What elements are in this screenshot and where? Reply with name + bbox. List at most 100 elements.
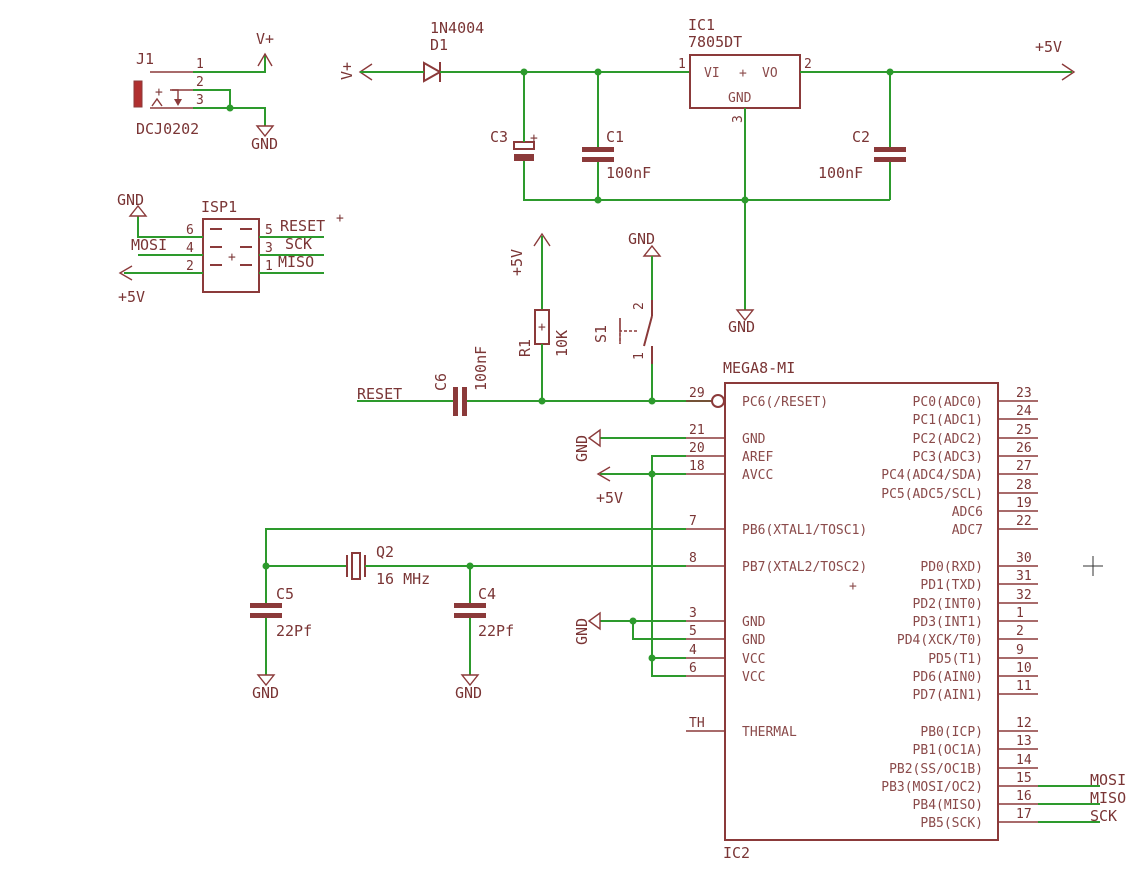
ic2-pin-number: 20: [689, 441, 705, 456]
ic2-pin-number: 25: [1016, 423, 1032, 438]
r1-5v-symbol: +5V: [508, 232, 551, 276]
q2-crystal[interactable]: Q2 16 MHz: [346, 543, 430, 588]
ic2-pin-name: ADC6: [952, 505, 983, 520]
c5-ref: C5: [276, 585, 294, 603]
ic2-pin-name: GND: [742, 615, 766, 630]
ic2-pin-name: PB2(SS/OC1B): [889, 762, 983, 777]
ic1-voltage-regulator[interactable]: VI + VO GND IC1 7805DT 1 2 3: [678, 16, 812, 123]
out-5v-symbol: +5V: [1035, 38, 1076, 81]
ic2-pin-number: 7: [689, 514, 697, 529]
d1-ref: D1: [430, 36, 448, 54]
ic2-gnd1-label: GND: [573, 435, 591, 462]
ic2-pin-name: PC4(ADC4/SDA): [881, 468, 983, 483]
s1-ref: S1: [592, 325, 610, 343]
ic2-pin-name: PB4(MISO): [913, 798, 983, 813]
ic2-pin-number: 18: [689, 459, 705, 474]
isp1-5v-label: +5V: [118, 288, 145, 306]
c5-value: 22Pf: [276, 622, 312, 640]
q2-ref: Q2: [376, 543, 394, 561]
ic2-pin-name: PB3(MOSI/OC2): [881, 780, 983, 795]
out-5v-label: +5V: [1035, 38, 1062, 56]
spi-miso-label: MISO: [1090, 789, 1126, 807]
c5-capacitor[interactable]: C5 22Pf: [250, 585, 312, 640]
ic2-pin-number: TH: [689, 716, 705, 731]
c6-capacitor[interactable]: C6 100nF: [432, 346, 490, 416]
c6-value: 100nF: [472, 346, 490, 391]
ic1-gnd-symbol: GND: [728, 309, 755, 336]
s1-pin-1: 1: [632, 352, 647, 360]
ic2-pin-name: AREF: [742, 450, 773, 465]
isp1-header[interactable]: + ISP1 6 4 2 5 3 1: [186, 198, 273, 293]
ic2-pin-number: 28: [1016, 478, 1032, 493]
ic2-pin-number: 6: [689, 661, 697, 676]
ic2-pin-name: PC6(/RESET): [742, 395, 828, 410]
c1-capacitor[interactable]: C1 100nF: [582, 128, 651, 182]
c4-capacitor[interactable]: C4 22Pf: [454, 585, 514, 640]
ic2-pin-name: AVCC: [742, 468, 773, 483]
ic2-pin-name: GND: [742, 432, 766, 447]
c2-capacitor[interactable]: C2 100nF: [818, 128, 906, 182]
ic1-pin-1: 1: [678, 57, 686, 72]
spi-mosi-label: MOSI: [1090, 771, 1126, 789]
ic2-microcontroller[interactable]: MEGA8-MI IC2 + 29PC6(/RESET)21GND20AREF1…: [686, 359, 1038, 862]
ic1-gnd: GND: [728, 91, 752, 106]
c3-ref: C3: [490, 128, 508, 146]
ic2-left-pins: 29PC6(/RESET)21GND20AREF18AVCC7PB6(XTAL1…: [686, 386, 867, 740]
c4-gnd-label: GND: [455, 684, 482, 702]
ic1-plus: +: [739, 66, 747, 81]
ic1-vi: VI: [704, 66, 720, 81]
s1-pushbutton[interactable]: S1 1 2: [592, 300, 653, 364]
ic2-pin-number: 26: [1016, 441, 1032, 456]
ic1-value: 7805DT: [688, 33, 742, 51]
isp1-pin-3: 3: [265, 241, 273, 256]
s1-pin-2: 2: [632, 302, 647, 310]
ic2-pin-number: 10: [1016, 661, 1032, 676]
ic2-pin-name: PC2(ADC2): [913, 432, 983, 447]
ic2-pin-name: PB6(XTAL1/TOSC1): [742, 523, 867, 538]
ic2-pin-name: PD6(AIN0): [913, 670, 983, 685]
ic2-gnd2-label: GND: [573, 618, 591, 645]
ic2-pin-number: 17: [1016, 807, 1032, 822]
r1-resistor[interactable]: + R1 10K: [516, 309, 571, 357]
isp1-ref: ISP1: [201, 198, 237, 216]
j1-value: DCJ0202: [136, 120, 199, 138]
ic2-pin-number: 23: [1016, 386, 1032, 401]
c3-electrolytic-capacitor[interactable]: + C3: [490, 128, 538, 161]
j1-dc-jack[interactable]: J1 DCJ0202 + 1 2 3: [133, 50, 204, 138]
c1-value: 100nF: [606, 164, 651, 182]
ic2-pin-name: VCC: [742, 670, 765, 685]
